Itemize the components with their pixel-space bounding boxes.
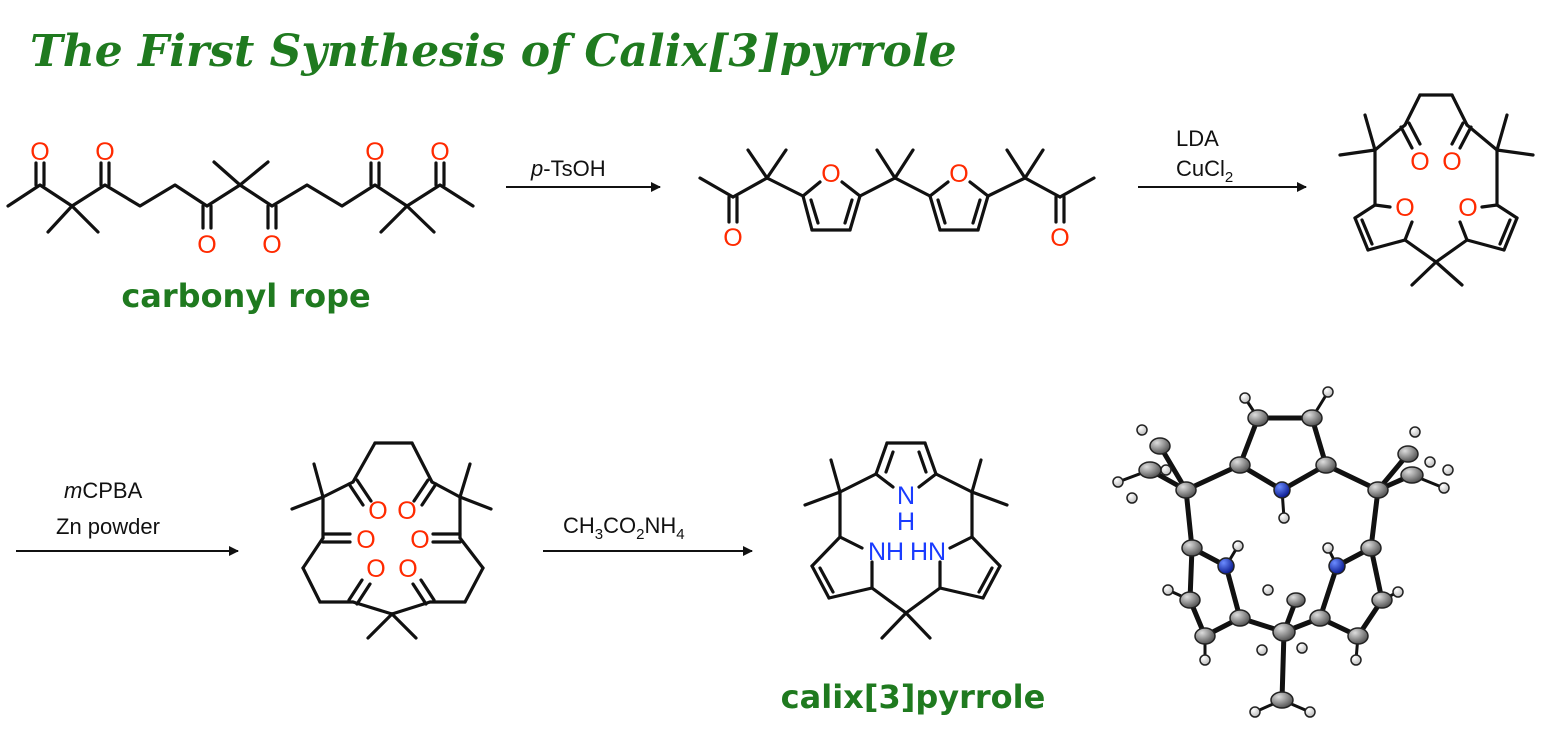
nitrogen-atom: N [897,482,915,510]
oxygen-atom: O [410,526,429,554]
compound-name-calix3pyrrole: calix[3]pyrrole [781,678,1046,716]
reagent-label-step4: CH3CO2NH4 [563,513,685,543]
oxygen-atom: O [1442,148,1461,176]
oxygen-atom: O [1458,194,1477,222]
carbonyl-rope-structure: O O O O O O [6,138,475,259]
oxygen-atom: O [821,160,840,188]
crystal-structure-atoms [1112,386,1454,718]
oxygen-atom: O [398,555,417,583]
reagent-label-step2-line1: LDA [1176,126,1219,151]
hexaketone-macrocycle-structure: O O O O O O [290,441,493,640]
oxygen-atom: O [1395,194,1414,222]
reagent-label-step3-line1: mCPBA [64,478,143,503]
reagent-label-step2-line2: CuCl2 [1176,156,1233,186]
oxygen-atom: O [197,231,216,259]
oxygen-atom: O [356,526,375,554]
oxygen-atom: O [365,138,384,166]
oxygen-atom: O [949,160,968,188]
oxygen-atom: O [1050,224,1069,252]
reagent-label-step3-line2: Zn powder [56,514,160,539]
oxygen-atom: O [262,231,281,259]
reagent-label-step1: p-TsOH [530,156,606,181]
macrocyclic-diketone-structure: O O O O [1338,93,1535,287]
calix3pyrrole-structure: N H NH HN [803,441,1009,640]
oxygen-atom: O [95,138,114,166]
compound-name-carbonyl-rope: carbonyl rope [121,277,370,315]
oxygen-atom: O [430,138,449,166]
bis-furan-diketone-structure: O O O O [698,148,1096,252]
oxygen-atom: O [368,497,387,525]
hn-group: HN [910,538,946,566]
hydrogen-atom: H [897,508,915,536]
nh-group: NH [868,538,904,566]
oxygen-atom: O [30,138,49,166]
oxygen-atom: O [397,497,416,525]
oxygen-atom: O [723,224,742,252]
oxygen-atom: O [366,555,385,583]
oxygen-atom: O [1410,148,1429,176]
page-title: The First Synthesis of Calix[3]pyrrole [30,26,957,77]
